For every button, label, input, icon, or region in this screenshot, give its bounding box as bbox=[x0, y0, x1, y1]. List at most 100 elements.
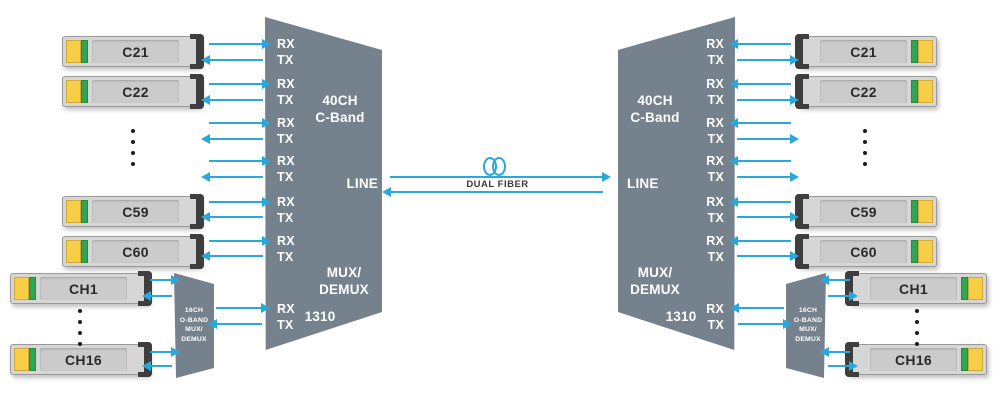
tx-arrow bbox=[737, 95, 799, 105]
tx-arrow-oband bbox=[828, 361, 858, 371]
mux-line2: DEMUX bbox=[319, 282, 369, 297]
tx-port-label: TX bbox=[277, 132, 294, 146]
rx-arrow-oband bbox=[150, 275, 180, 285]
module-yellow-block bbox=[918, 40, 933, 63]
oband-line4: DEMUX bbox=[795, 335, 821, 343]
transceiver-c60-right: C60 bbox=[795, 234, 937, 269]
line-port-label-right: LINE bbox=[627, 176, 659, 191]
tx-arrow-1310 bbox=[738, 319, 792, 329]
module-yellow-block bbox=[66, 240, 81, 263]
transceiver-ch1-left: CH1 bbox=[10, 271, 152, 306]
oband-mux-left bbox=[174, 273, 214, 378]
rx-arrow bbox=[209, 236, 271, 246]
rx-port-label: RX bbox=[277, 116, 295, 130]
tx-arrow bbox=[201, 172, 263, 182]
rx-arrow bbox=[729, 118, 791, 128]
rx-arrow-oband bbox=[150, 347, 180, 357]
module-yellow-block bbox=[66, 40, 81, 63]
transceiver-label: C60 bbox=[820, 240, 907, 263]
mux-demux-label-left: MUX/DEMUX bbox=[302, 264, 386, 298]
module-green-block bbox=[81, 200, 88, 223]
transceiver-label: CH16 bbox=[870, 348, 957, 371]
module-clip bbox=[795, 234, 809, 269]
cband-mux-right bbox=[618, 17, 735, 350]
transceiver-c60-left: C60 bbox=[62, 234, 204, 269]
tx-port-label: TX bbox=[707, 170, 724, 184]
module-yellow-block bbox=[918, 200, 933, 223]
module-clip bbox=[190, 194, 204, 229]
ellipsis-dots-cband-right bbox=[863, 129, 867, 166]
tx-port-label: TX bbox=[277, 53, 294, 67]
rx-arrow bbox=[209, 118, 271, 128]
dual-fiber-label: DUAL FIBER bbox=[466, 179, 529, 190]
tx-arrow bbox=[737, 55, 799, 65]
module-clip bbox=[845, 271, 859, 306]
tx-arrow bbox=[737, 134, 799, 144]
tx-arrow bbox=[201, 251, 263, 261]
tx-port-label: TX bbox=[707, 211, 724, 225]
module-green-block bbox=[81, 80, 88, 103]
transceiver-c22-left: C22 bbox=[62, 74, 204, 109]
rx-port-label: RX bbox=[706, 154, 724, 168]
rx-port-label: RX bbox=[706, 234, 724, 248]
module-green-block bbox=[911, 200, 918, 223]
transceiver-label: CH1 bbox=[40, 277, 127, 300]
rx-arrow bbox=[209, 197, 271, 207]
port-pair-6-right: RX TX bbox=[690, 233, 724, 265]
tx-arrow bbox=[201, 95, 263, 105]
tx-arrow-oband bbox=[142, 361, 172, 371]
rx-arrow bbox=[729, 156, 791, 166]
transceiver-ch16-right: CH16 bbox=[845, 342, 987, 377]
rx-port-label: RX bbox=[277, 195, 295, 209]
module-green-block bbox=[81, 40, 88, 63]
rx-arrow bbox=[729, 236, 791, 246]
ellipsis-dots-cband-left bbox=[131, 129, 135, 166]
module-clip bbox=[795, 194, 809, 229]
rx-port-label: RX bbox=[706, 302, 724, 316]
tx-port-label: TX bbox=[707, 250, 724, 264]
mux-line1: MUX/ bbox=[326, 265, 362, 280]
rx-arrow bbox=[209, 156, 271, 166]
module-green-block bbox=[911, 240, 918, 263]
transceiver-label: C22 bbox=[820, 80, 907, 103]
rx-port-label: RX bbox=[706, 116, 724, 130]
module-clip bbox=[795, 34, 809, 69]
tx-port-label: TX bbox=[277, 93, 294, 107]
oband-line3: MUX/ bbox=[799, 326, 817, 333]
tx-port-label: TX bbox=[277, 318, 294, 332]
oband-line1: 16CH bbox=[184, 307, 204, 314]
module-yellow-block bbox=[968, 277, 983, 300]
module-clip bbox=[845, 342, 859, 377]
transceiver-c22-right: C22 bbox=[795, 74, 937, 109]
tx-port-label: TX bbox=[707, 318, 724, 332]
tx-arrow bbox=[201, 55, 263, 65]
transceiver-c21-left: C21 bbox=[62, 34, 204, 69]
rx-arrow-oband bbox=[820, 347, 850, 357]
oband-line3: MUX/ bbox=[185, 326, 203, 333]
wavelength-1310-right: 1310 bbox=[665, 309, 697, 324]
oband-mux-right bbox=[786, 273, 826, 378]
port-pair-3-left: RX TX bbox=[277, 115, 295, 147]
transceiver-c59-right: C59 bbox=[795, 194, 937, 229]
tx-arrow-1310 bbox=[208, 319, 262, 329]
transceiver-ch16-left: CH16 bbox=[10, 342, 152, 377]
tx-port-label: TX bbox=[707, 53, 724, 67]
transceiver-ch1-right: CH1 bbox=[845, 271, 987, 306]
transceiver-label: C59 bbox=[820, 200, 907, 223]
mux-line2: DEMUX bbox=[630, 282, 680, 297]
tx-arrow bbox=[737, 212, 799, 222]
module-yellow-block bbox=[918, 80, 933, 103]
line-port-label-left: LINE bbox=[346, 176, 378, 191]
oband-line2: O-BAND bbox=[793, 316, 823, 324]
transceiver-label: CH16 bbox=[40, 348, 127, 371]
module-yellow-block bbox=[66, 80, 81, 103]
ellipsis-dots-oband-right bbox=[915, 309, 919, 346]
module-clip bbox=[190, 74, 204, 109]
